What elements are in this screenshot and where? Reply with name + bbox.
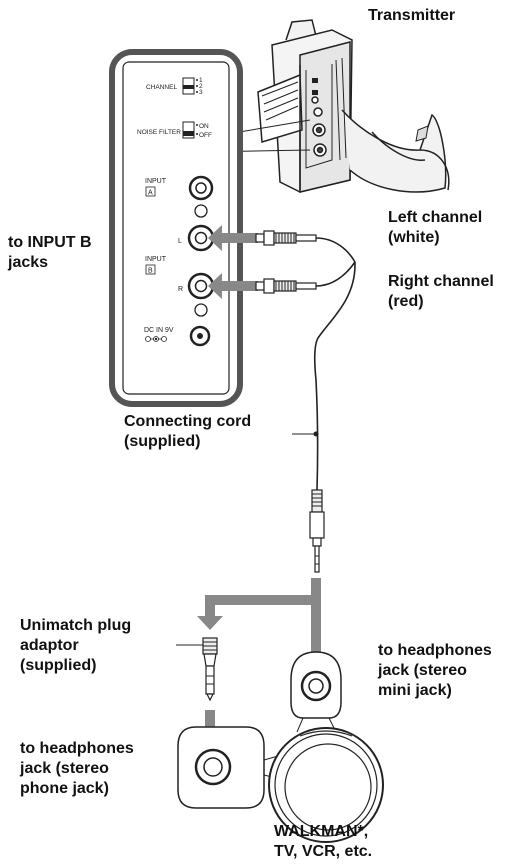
channel-1-label: 1 xyxy=(199,77,203,84)
phone-jack-label-2: jack (stereo xyxy=(19,760,109,777)
connecting-cord-label-1: Connecting cord xyxy=(124,413,251,430)
unimatch-label-3: (supplied) xyxy=(20,657,96,674)
phone-jack-label-1: to headphones xyxy=(20,740,134,757)
dc-polarity-icon xyxy=(145,336,167,342)
phone-jack-label-3: phone jack) xyxy=(20,780,109,797)
noise-filter-off-label: OFF xyxy=(199,132,212,139)
right-channel-label-2: (red) xyxy=(388,293,424,310)
input-b-right-jack xyxy=(187,272,215,300)
input-a-title: INPUT xyxy=(145,178,167,185)
device-label-2: TV, VCR, etc. xyxy=(274,843,372,860)
mini-jack-label-2: jack (stereo xyxy=(377,662,467,679)
input-l-label: L xyxy=(178,238,182,245)
noise-filter-switch xyxy=(182,121,198,139)
connecting-cord xyxy=(313,237,356,491)
noise-filter-on-label: ON xyxy=(199,123,209,130)
noise-filter-label: NOISE FILTER xyxy=(137,129,181,136)
arrow-to-left-jack xyxy=(208,225,258,251)
stereo-mini-plug xyxy=(309,489,325,573)
walkman-device xyxy=(268,727,384,843)
indicator-hole-a xyxy=(194,204,208,218)
channel-2-label: 2 xyxy=(199,83,203,90)
left-channel-label-2: (white) xyxy=(388,229,440,246)
transmitter-illustration xyxy=(257,19,450,193)
dc-in-label: DC IN 9V xyxy=(144,327,174,334)
channel-label: CHANNEL xyxy=(146,84,177,91)
indicator-hole-b xyxy=(194,303,208,317)
arrow-to-unimatch-adaptor xyxy=(197,595,318,630)
channel-3-label: 3 xyxy=(199,89,203,96)
input-b-title: INPUT xyxy=(145,256,167,263)
input-r-label: R xyxy=(178,286,183,293)
input-a-letter: A xyxy=(148,190,153,197)
input-b-jacks-label-1: to INPUT B xyxy=(8,234,92,251)
input-a-jack xyxy=(188,175,214,201)
cord-leader-dot xyxy=(313,431,319,437)
unimatch-label-1: Unimatch plug xyxy=(20,617,131,634)
device-label-1: WALKMAN*, xyxy=(274,823,368,840)
phone-jack-socket xyxy=(177,726,265,809)
arrow-to-right-jack xyxy=(208,273,258,299)
dc-in-jack xyxy=(189,325,211,347)
left-channel-label-1: Left channel xyxy=(388,209,482,226)
transmitter-label: Transmitter xyxy=(368,7,455,24)
mini-jack-socket xyxy=(290,651,342,719)
unimatch-plug-adaptor xyxy=(202,637,218,702)
input-b-jacks-label-2: jacks xyxy=(7,254,48,271)
input-b-letter: B xyxy=(148,268,153,275)
mini-jack-label-1: to headphones xyxy=(378,642,492,659)
channel-switch xyxy=(182,77,198,95)
input-b-left-jack xyxy=(187,224,215,252)
connecting-cord-label-2: (supplied) xyxy=(124,433,200,450)
right-channel-label-1: Right channel xyxy=(388,273,494,290)
unimatch-label-2: adaptor xyxy=(20,637,79,654)
mini-jack-label-3: mini jack) xyxy=(378,682,452,699)
rca-plug-right xyxy=(255,278,317,294)
rca-plug-left xyxy=(255,230,317,246)
